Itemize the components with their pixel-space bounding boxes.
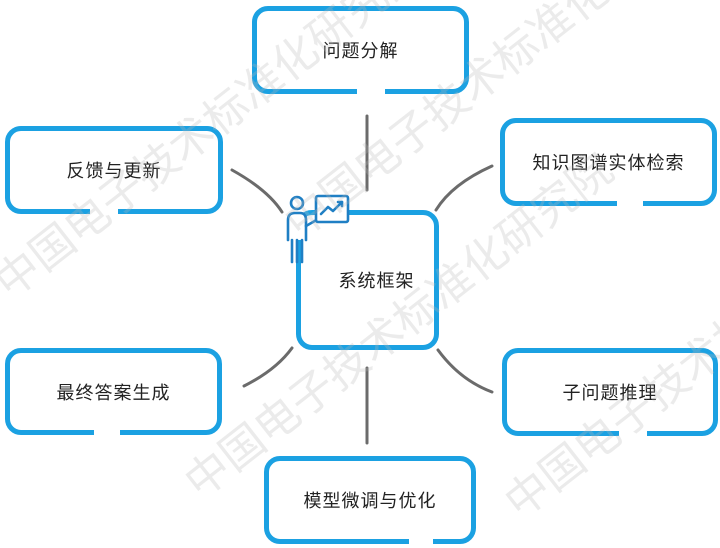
node-top-right: 知识图谱实体检索	[500, 118, 717, 206]
node-bottom: 模型微调与优化	[264, 456, 476, 544]
node-top-right-label: 知识图谱实体检索	[532, 153, 685, 174]
node-top: 问题分解	[252, 6, 469, 94]
connector-bottom-left	[242, 346, 294, 388]
node-top-left-label: 反馈与更新	[66, 161, 162, 182]
presenter-chart-icon	[286, 194, 350, 264]
connector-bottom-right	[436, 348, 494, 394]
node-top-label: 问题分解	[322, 41, 399, 62]
center-node: 系统框架	[296, 210, 439, 350]
node-top-left: 反馈与更新	[5, 126, 223, 214]
connector-top-left	[230, 168, 284, 214]
node-bottom-right: 子问题推理	[502, 348, 718, 436]
node-bottom-left: 最终答案生成	[5, 348, 222, 435]
connector-top-right	[434, 164, 494, 212]
node-bottom-label: 模型微调与优化	[303, 491, 437, 512]
center-label: 系统框架	[338, 271, 415, 292]
node-bottom-right-label: 子问题推理	[562, 383, 658, 404]
node-bottom-left-label: 最终答案生成	[56, 382, 171, 404]
